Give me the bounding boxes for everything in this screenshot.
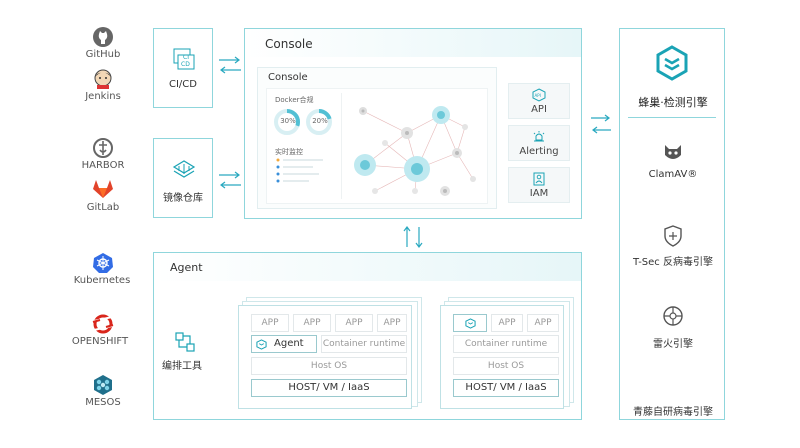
harbor-label: HARBOR <box>81 160 125 171</box>
node-1-runtime: Container runtime <box>321 335 407 353</box>
gitlab-icon <box>93 180 113 198</box>
jenkins-icon <box>94 69 112 89</box>
donut-2-value: 20% <box>312 117 328 125</box>
node-2-app-1: APP <box>491 314 523 332</box>
mesos-icon <box>94 375 112 395</box>
console-title: Console <box>265 37 313 51</box>
clamav-icon <box>665 145 681 159</box>
bell-icon <box>533 130 545 141</box>
kubernetes-icon <box>93 253 113 273</box>
engines-box: 蜂巢·检测引擎 ClamAV® T-Sec 反病毒引擎 雷火引擎 青藤自研病毒引… <box>619 28 725 420</box>
orchestration-label: 编排工具 <box>162 361 202 372</box>
fengchao-logo-icon <box>656 45 688 81</box>
arrow-pair-registry <box>219 171 241 189</box>
agent-shield-icon <box>465 318 476 329</box>
gitlab-label: GitLab <box>86 202 120 213</box>
agent-shield-icon <box>256 339 267 350</box>
cicd-icon-ci: CI <box>183 54 189 61</box>
node-2-runtime: Container runtime <box>453 335 559 353</box>
agent-header <box>154 253 581 281</box>
monitor-list <box>276 158 323 183</box>
node-2: APP APP Container runtime Host OS HOST/ … <box>440 305 564 409</box>
cicd-label: CI/CD <box>169 79 197 90</box>
arrow-pair-cicd <box>219 56 241 74</box>
node-2-app-2: APP <box>527 314 559 332</box>
console-box: Console Console Docker合规 30% 20% 实时监控 <box>244 28 582 219</box>
console-header <box>245 29 581 57</box>
openshift-label: OPENSHIFT <box>71 336 129 347</box>
alerting-card[interactable]: Alerting <box>508 125 570 161</box>
docker-compliance-label: Docker合规 <box>275 96 314 104</box>
node-1: APP APP APP APP Agent Container runtime … <box>238 305 412 409</box>
self-developed-engine-label: 青藤自研病毒引擎 <box>633 407 713 418</box>
node-1-host: HOST/ VM / IaaS <box>251 379 407 397</box>
monitor-label: 实时监控 <box>275 148 303 156</box>
fengchao-label: 蜂巢·检测引擎 <box>638 96 708 109</box>
node-1-app-4: APP <box>377 314 407 332</box>
arrow-pair-agent <box>403 226 423 248</box>
tsec-label: T-Sec 反病毒引擎 <box>633 257 713 268</box>
leihuo-icon <box>663 306 683 326</box>
api-icon: API <box>532 87 546 102</box>
id-card-icon <box>533 172 545 185</box>
node-1-agent[interactable]: Agent <box>251 335 317 353</box>
dashboard-divider <box>341 93 342 199</box>
orchestration-icon <box>175 332 195 352</box>
node-1-app-3: APP <box>335 314 373 332</box>
api-label: API <box>531 103 547 115</box>
node-1-app-1: APP <box>251 314 289 332</box>
registry-label: 镜像仓库 <box>163 193 203 204</box>
node-1-app-2: APP <box>293 314 331 332</box>
kubernetes-label: Kubernetes <box>73 275 131 286</box>
dashboard: Docker合规 30% 20% 实时监控 <box>266 88 488 204</box>
console-panel-title: Console <box>268 72 308 83</box>
agent-box: Agent 编排工具 APP APP APP APP Agent Contain… <box>153 252 582 420</box>
registry-icon <box>172 160 196 178</box>
mesos-label: MESOS <box>85 397 121 408</box>
github-icon <box>93 27 113 47</box>
leihuo-label: 雷火引擎 <box>653 339 693 350</box>
node-2-agent[interactable] <box>453 314 487 332</box>
cicd-box: CI CD CI/CD <box>153 28 213 108</box>
iam-card[interactable]: IAM <box>508 167 570 203</box>
arrow-pair-engines <box>591 114 611 134</box>
github-label: GitHub <box>85 49 121 60</box>
donut-1-value: 30% <box>280 117 296 125</box>
console-panel: Console Docker合规 30% 20% 实时监控 <box>257 67 497 209</box>
api-card[interactable]: API API <box>508 83 570 119</box>
cicd-icon-cd: CD <box>181 61 190 68</box>
cicd-icon: CI CD <box>173 48 195 70</box>
jenkins-label: Jenkins <box>85 91 121 102</box>
tsec-shield-icon <box>664 225 682 247</box>
donut-charts <box>274 109 332 135</box>
agent-title: Agent <box>170 261 203 274</box>
registry-box: 镜像仓库 <box>153 138 213 218</box>
clamav-label: ClamAV® <box>648 169 698 180</box>
iam-label: IAM <box>529 187 549 199</box>
node-2-host-os: Host OS <box>453 357 559 375</box>
openshift-icon <box>92 314 114 334</box>
engines-divider <box>628 117 716 118</box>
network-graph <box>354 106 476 196</box>
node-2-host: HOST/ VM / IaaS <box>453 379 559 397</box>
node-1-host-os: Host OS <box>251 357 407 375</box>
api-icon-text: API <box>535 93 541 98</box>
harbor-icon <box>93 138 113 158</box>
alerting-label: Alerting <box>519 145 559 157</box>
node-1-agent-label: Agent <box>274 338 304 349</box>
